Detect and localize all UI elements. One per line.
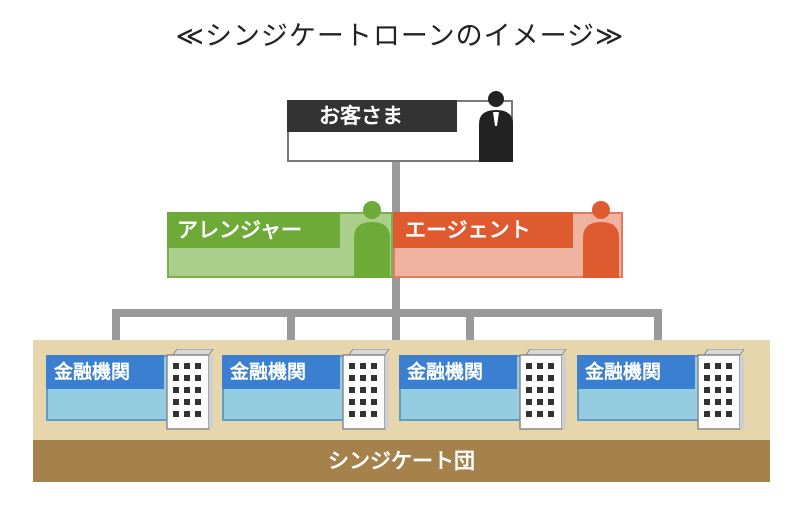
building-icon xyxy=(519,349,567,430)
syndicate-label: シンジケート団 xyxy=(33,440,770,482)
agent-person-icon xyxy=(583,201,619,278)
bank-label: 金融機関 xyxy=(399,355,517,389)
arranger-label: アレンジャー xyxy=(167,212,340,248)
bank-2: 金融機関 xyxy=(209,349,390,430)
connector-bank-2 xyxy=(287,309,295,357)
arranger-person-icon xyxy=(354,201,390,278)
bank-4: 金融機関 xyxy=(564,349,745,430)
bank-label: 金融機関 xyxy=(222,355,340,389)
diagram-title: ≪シンジケートローンのイメージ≫ xyxy=(175,21,625,52)
connector-bank-3 xyxy=(466,309,474,357)
building-icon xyxy=(166,349,214,430)
connector-banks-horizontal xyxy=(112,309,662,317)
bank-label: 金融機関 xyxy=(46,355,164,389)
bank-1: 金融機関 xyxy=(33,349,214,430)
connector-bank-4 xyxy=(654,309,662,357)
building-icon xyxy=(697,349,745,430)
building-icon xyxy=(342,349,390,430)
customer-label: お客さま xyxy=(287,100,457,132)
customer-person-icon xyxy=(479,91,513,162)
agent-label: エージェント xyxy=(393,212,573,248)
bank-3: 金融機関 xyxy=(386,349,567,430)
bank-label: 金融機関 xyxy=(577,355,695,389)
connector-bank-1 xyxy=(112,309,120,357)
